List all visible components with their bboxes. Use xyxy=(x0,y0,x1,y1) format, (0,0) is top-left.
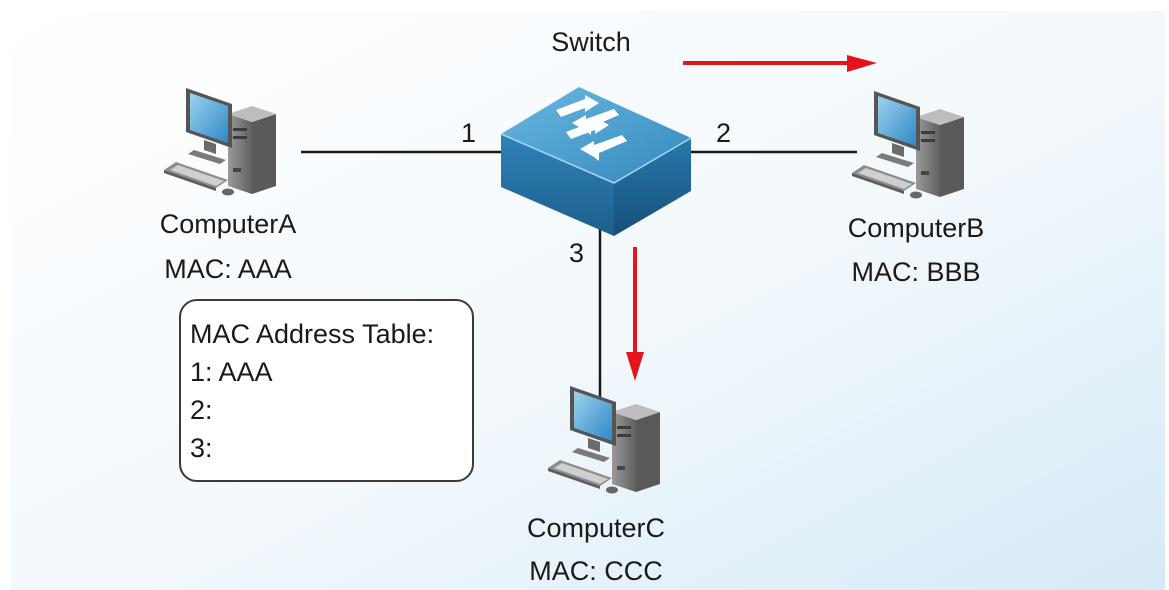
computer-b-name: ComputerB xyxy=(847,213,985,243)
mac-table-row-3: 3: xyxy=(190,433,213,463)
computer-a-mac: MAC: AAA xyxy=(164,254,292,284)
computer-c-name: ComputerC xyxy=(526,513,666,543)
switch-icon xyxy=(500,87,692,236)
mac-table-row-2: 2: xyxy=(190,395,213,425)
port-1-label: 1 xyxy=(461,118,477,148)
diagram-canvas: Switch 1 2 3 ComputerA MAC: AAA Computer… xyxy=(11,11,1165,590)
mac-table-title: MAC Address Table: xyxy=(190,319,435,349)
mac-table-row-1: 1: AAA xyxy=(190,357,273,387)
computer-c-mac: MAC: CCC xyxy=(529,556,663,586)
switch-label: Switch xyxy=(551,27,631,57)
arrow-to-computerb-head xyxy=(847,55,877,72)
port-2-label: 2 xyxy=(716,118,732,148)
port-3-label: 3 xyxy=(569,238,585,268)
arrow-to-computerc-head xyxy=(626,352,644,381)
mac-address-table: MAC Address Table: 1: AAA 2: 3: xyxy=(179,299,474,482)
computer-b-mac: MAC: BBB xyxy=(851,257,981,287)
diagram-graphics xyxy=(11,11,1165,590)
computer-a-name: ComputerA xyxy=(159,209,297,239)
